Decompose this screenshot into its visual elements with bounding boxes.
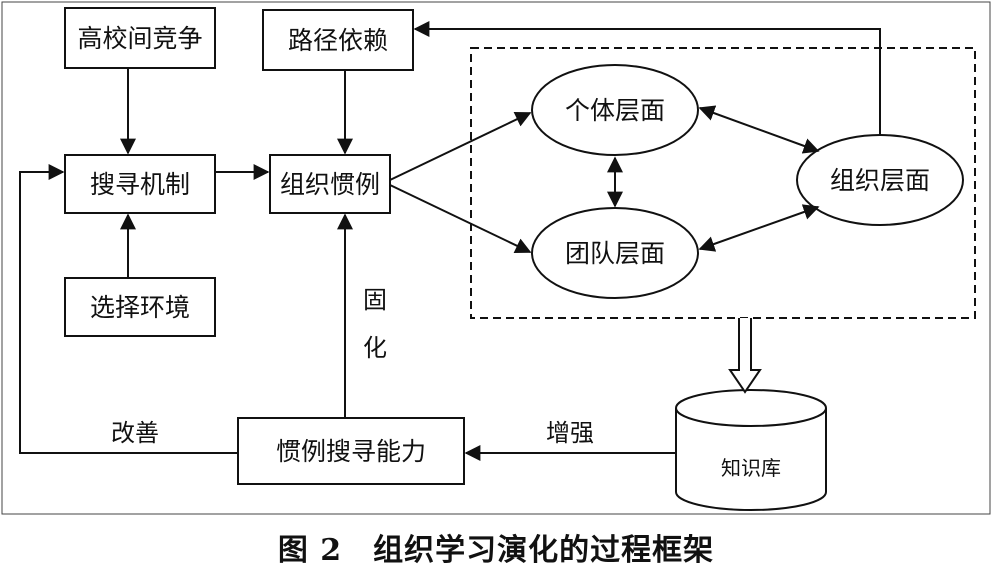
team-label: 团队层面 [565,239,665,268]
routine-search-box: 惯例搜寻能力 [237,417,465,485]
select-env-label: 选择环境 [90,293,190,322]
routine-search-label: 惯例搜寻能力 [276,437,426,466]
individual-label: 个体层面 [565,96,665,125]
select-env-box: 选择环境 [64,277,216,337]
path-dependence-label: 路径依赖 [288,26,388,55]
edge-team-org [698,204,820,252]
edge-routine-to-team [389,184,532,253]
dashed-region [470,47,976,319]
edge-individual-org [698,105,820,154]
org-routine-label: 组织惯例 [280,170,380,199]
individual-ellipse: 个体层面 [531,64,699,156]
search-mechanism-box: 搜寻机制 [64,154,216,214]
organization-ellipse: 组织层面 [796,134,964,226]
competition-box: 高校间竞争 [64,7,216,69]
solidify-label-2: 化 [363,334,387,362]
knowledge-base-label: 知识库 [721,456,781,480]
edge-routine-to-individual [389,112,532,181]
edge-org-to-path [413,21,881,135]
outer-frame [1,1,991,515]
org-routine-box: 组织惯例 [269,154,391,214]
enhance-label: 增强 [546,419,594,447]
path-dependence-box: 路径依赖 [262,9,414,71]
figure-caption: 图 2 组织学习演化的过程框架 [277,533,715,568]
search-mechanism-label: 搜寻机制 [90,170,190,199]
improve-label: 改善 [111,419,159,447]
competition-label: 高校间竞争 [77,24,202,53]
organization-label: 组织层面 [830,166,930,195]
solidify-label-1: 固 [363,286,387,314]
process-diagram: 高校间竞争 路径依赖 搜寻机制 组织惯例 选择环境 惯例搜寻能力 个体层面 团队… [1,1,991,515]
edge-capability-to-search [19,164,238,454]
knowledge-base-cylinder: 知识库 [675,389,827,511]
hollow-down-arrow [728,318,762,394]
team-ellipse: 团队层面 [531,207,699,299]
